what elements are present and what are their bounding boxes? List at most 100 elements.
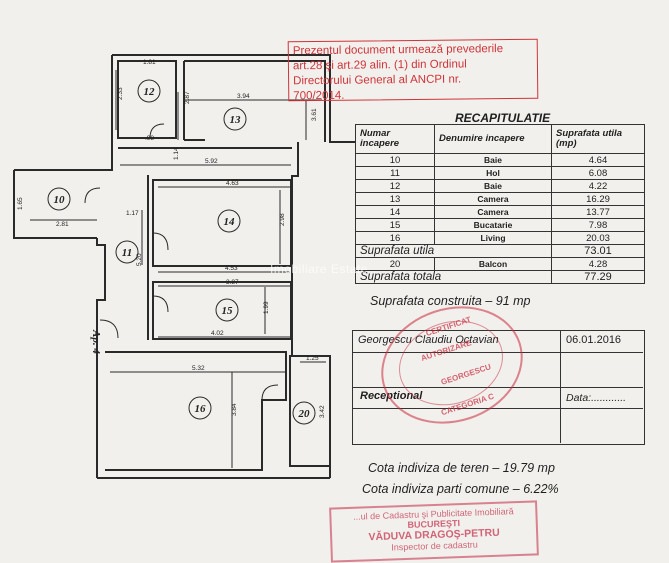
dim-label: 2.87 <box>184 91 191 104</box>
room-label-13: 13 <box>230 114 242 126</box>
wall-outer-right <box>291 142 331 478</box>
dim-label: 3.42 <box>319 405 326 418</box>
room-14-walls <box>152 179 292 267</box>
room-label-15: 15 <box>222 305 234 317</box>
dim-label: 4.02 <box>211 330 224 337</box>
dim-label: 1.81 <box>143 59 156 66</box>
notice-line-4: 700/2014. <box>293 89 345 103</box>
receptional-date: Data:............ <box>566 392 627 404</box>
recap-value: 13.77 <box>551 205 645 219</box>
table-row: Suprafata utila 73.01 <box>355 244 645 258</box>
wall-left <box>96 238 106 478</box>
room-label-12: 12 <box>144 86 156 98</box>
divider <box>352 387 643 388</box>
dim-label: 4.63 <box>226 180 239 187</box>
room-label-10: 10 <box>54 194 66 206</box>
recap-num: 10 <box>355 153 435 167</box>
ancpi-notice: Prezentul document urmează prevederile a… <box>287 38 539 103</box>
recap-name: Hol <box>434 166 552 180</box>
dim-label: 2.33 <box>117 87 124 100</box>
cadastre-stamp: ...ul de Cadastru şi Publicitate Imobili… <box>329 500 539 563</box>
col-header-denumire: Denumire incapere <box>434 124 552 154</box>
col-header-suprafata: Suprafata utila (mp) <box>551 124 645 154</box>
divider <box>352 352 643 353</box>
room-label-14: 14 <box>224 216 236 228</box>
dim-label: 4.53 <box>225 265 238 272</box>
recap-value: 4.22 <box>551 179 645 193</box>
room-label-16: 16 <box>195 403 207 415</box>
dim-label: 3.94 <box>237 93 250 100</box>
wall-outer <box>112 54 355 143</box>
recap-value: 7.98 <box>551 218 645 232</box>
dim-label: 5.32 <box>192 365 205 372</box>
recap-value: 4.64 <box>551 153 645 167</box>
room-12-walls <box>117 60 177 139</box>
recap-num: 11 <box>355 166 435 180</box>
room-13-walls <box>184 60 326 142</box>
dim-label: 3.87 <box>226 279 239 286</box>
recap-num: 16 <box>355 231 435 245</box>
dim-label: 1.65 <box>17 197 24 210</box>
wall-left-top <box>14 55 113 171</box>
dim-label: 5.20 <box>136 253 143 266</box>
recap-title: RECAPITULATIE <box>455 111 551 125</box>
recap-name: Camera <box>434 205 552 219</box>
col-header-numar: Numar incapere <box>355 124 435 154</box>
recap-name: Baie <box>434 153 552 167</box>
balcon-name: Balcon <box>434 257 552 271</box>
suprafata-construita: Suprafata construita – 91 mp <box>370 294 531 308</box>
recap-value: 6.08 <box>551 166 645 180</box>
cota-indiviza-parti: Cota indiviza parti comune – 6.22% <box>362 482 559 496</box>
table-row: Suprafata totala 77.29 <box>355 270 645 284</box>
divider <box>352 408 643 409</box>
recap-num: 15 <box>355 218 435 232</box>
wall-room10 <box>13 170 97 239</box>
author-name: Georgescu Claudiu Octavian <box>358 334 499 346</box>
dim-label: 2.81 <box>56 221 69 228</box>
recap-num: 14 <box>355 205 435 219</box>
author-date: 06.01.2016 <box>566 334 622 346</box>
cota-indiviza-teren: Cota indiviza de teren – 19.79 mp <box>368 461 555 475</box>
recap-name: Living <box>434 231 552 245</box>
balcon-value: 4.28 <box>551 257 645 271</box>
watermark: Imobiliare Estate <box>270 262 368 276</box>
room-label-20: 20 <box>298 408 311 420</box>
receptional-label: Receptional <box>360 390 423 402</box>
room-16-walls <box>105 351 287 471</box>
utila-label: Suprafata utila <box>355 244 552 258</box>
room-label-11: 11 <box>122 247 132 259</box>
recap-value: 20.03 <box>551 231 645 245</box>
dim-label: 3.61 <box>311 108 318 121</box>
dim-label: 5.92 <box>205 158 218 165</box>
utila-value: 73.01 <box>551 244 645 258</box>
totala-value: 77.29 <box>551 270 645 284</box>
divider <box>560 330 561 443</box>
recap-name: Baie <box>434 179 552 193</box>
dim-label: .98 <box>145 135 154 142</box>
dim-label: 1.14 <box>173 147 180 160</box>
notice-line-1: Prezentul document urmează prevederile <box>292 43 504 58</box>
room-20-walls <box>289 355 331 467</box>
dim-label: 1.17 <box>126 210 139 217</box>
room-15-walls <box>152 281 292 340</box>
recap-value: 16.29 <box>551 192 645 206</box>
recap-num: 12 <box>355 179 435 193</box>
dim-label: 1.25 <box>306 355 319 362</box>
recap-table: Numar incapere Denumire incapere Suprafa… <box>355 124 645 284</box>
dim-label: 1.99 <box>263 301 270 314</box>
totala-label: Suprafata totala <box>355 270 552 284</box>
dim-label: 2.98 <box>279 213 286 226</box>
recap-num: 13 <box>355 192 435 206</box>
apartment-label: Ap. 4 <box>90 329 102 354</box>
stamp-line-4: Inspector de cadastru <box>391 539 478 553</box>
recap-name: Bucatarie <box>434 218 552 232</box>
table-row: 20 Balcon 4.28 <box>355 257 645 271</box>
